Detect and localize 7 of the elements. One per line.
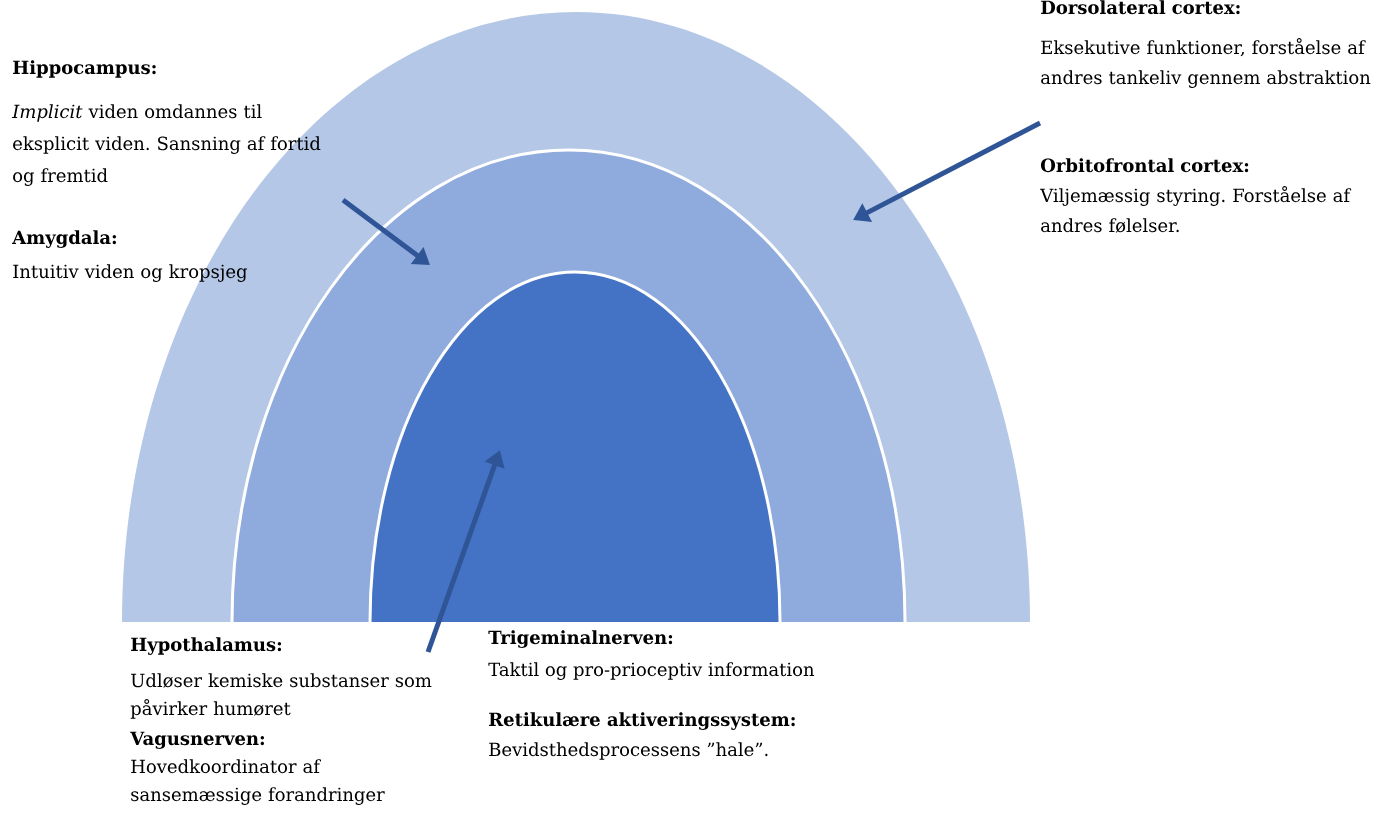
annotation-text: Hippocampus: Implicit viden omdannes til eksplicit viden. Sansning af fortid og fremtid Amygdala: Intuitiv viden og kropsjeg xyxy=(11,60,321,282)
description-text: Taktil og pro-prioceptiv information xyxy=(488,662,815,680)
annotation-text: Dorsolateral cortex: Eksekutive funktioner, forståelse af andres tankeliv gennem abstraktion Orbitofrontal cortex: Viljemæssig styring. Forståelse af andres følelser. xyxy=(1040,0,1371,233)
band-shape xyxy=(368,270,782,623)
description-text: Bevidsthedsprocessens ”hale”. xyxy=(489,742,768,760)
annotation-text: Hypothalamus: Udløser kemiske substanser som påvirker humøret Vagusnerven: Hovedkoordinator af sansemæssige forandringer xyxy=(130,637,432,805)
heading-text: Retikulære aktiveringssystem: xyxy=(489,712,795,730)
